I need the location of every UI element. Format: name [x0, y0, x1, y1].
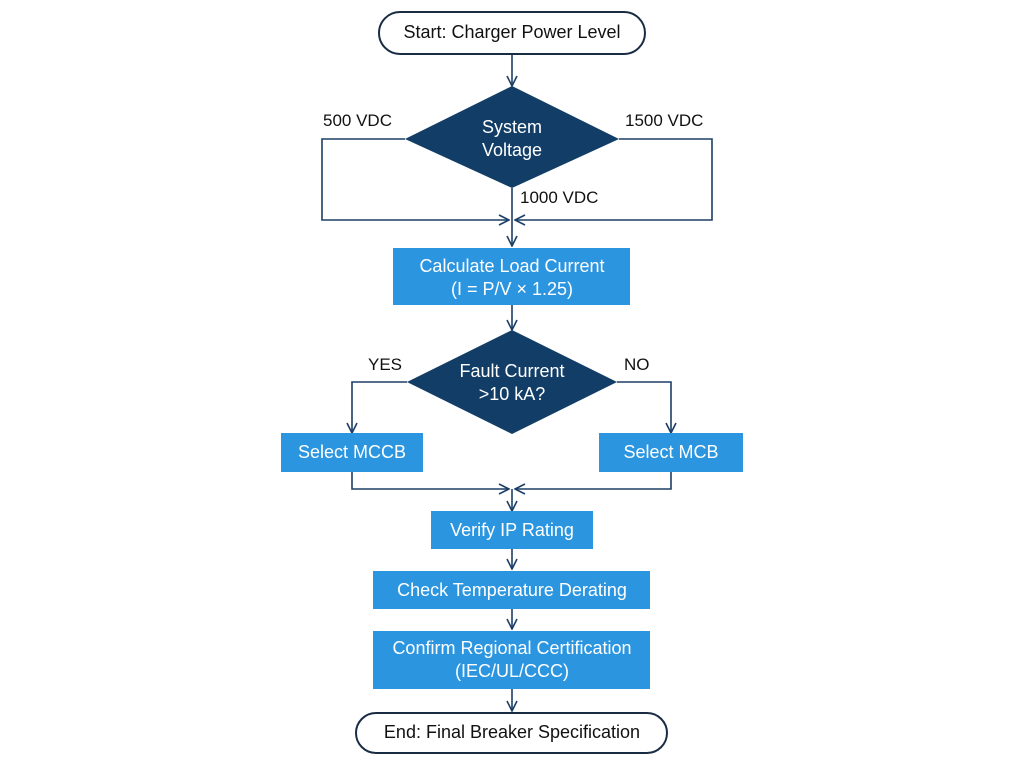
voltage-decision-line1: System [482, 117, 542, 137]
calc-load-current-node: Calculate Load Current (I = P/V × 1.25) [393, 248, 630, 305]
connector-500vdc [321, 138, 509, 220]
fault-current-decision: Fault Current >10 kA? [407, 330, 617, 434]
connector-mccb-merge [351, 472, 509, 489]
end-label: End: Final Breaker Specification [384, 722, 640, 742]
connector-no [617, 381, 671, 433]
branch-label-500vdc: 500 VDC [323, 111, 392, 130]
start-label: Start: Charger Power Level [403, 22, 620, 42]
yes-label: YES [368, 355, 402, 374]
select-mccb-node: Select MCCB [281, 433, 423, 472]
no-label: NO [624, 355, 650, 374]
select-mccb-label: Select MCCB [298, 442, 406, 462]
check-temperature-node: Check Temperature Derating [373, 571, 650, 609]
voltage-decision: System Voltage [405, 86, 619, 188]
confirm-cert-line2: (IEC/UL/CCC) [455, 661, 569, 681]
connector-yes [352, 381, 407, 433]
connector-mcb-merge [515, 472, 672, 489]
connector-1500vdc [515, 138, 713, 220]
select-mcb-node: Select MCB [599, 433, 743, 472]
confirm-certification-node: Confirm Regional Certification (IEC/UL/C… [373, 631, 650, 689]
fault-decision-line1: Fault Current [459, 361, 564, 381]
verify-ip-node: Verify IP Rating [431, 511, 593, 549]
branch-label-1000vdc: 1000 VDC [520, 188, 598, 207]
branch-label-1500vdc: 1500 VDC [625, 111, 703, 130]
fault-decision-line2: >10 kA? [479, 384, 546, 404]
end-node: End: Final Breaker Specification [355, 712, 668, 754]
check-temperature-label: Check Temperature Derating [397, 580, 627, 600]
calc-line2: (I = P/V × 1.25) [451, 279, 573, 299]
calc-line1: Calculate Load Current [419, 256, 604, 276]
select-mcb-label: Select MCB [623, 442, 718, 462]
verify-ip-label: Verify IP Rating [450, 520, 574, 540]
voltage-decision-line2: Voltage [482, 140, 542, 160]
confirm-cert-line1: Confirm Regional Certification [392, 638, 631, 658]
start-node: Start: Charger Power Level [378, 11, 646, 55]
connectors [321, 54, 713, 711]
